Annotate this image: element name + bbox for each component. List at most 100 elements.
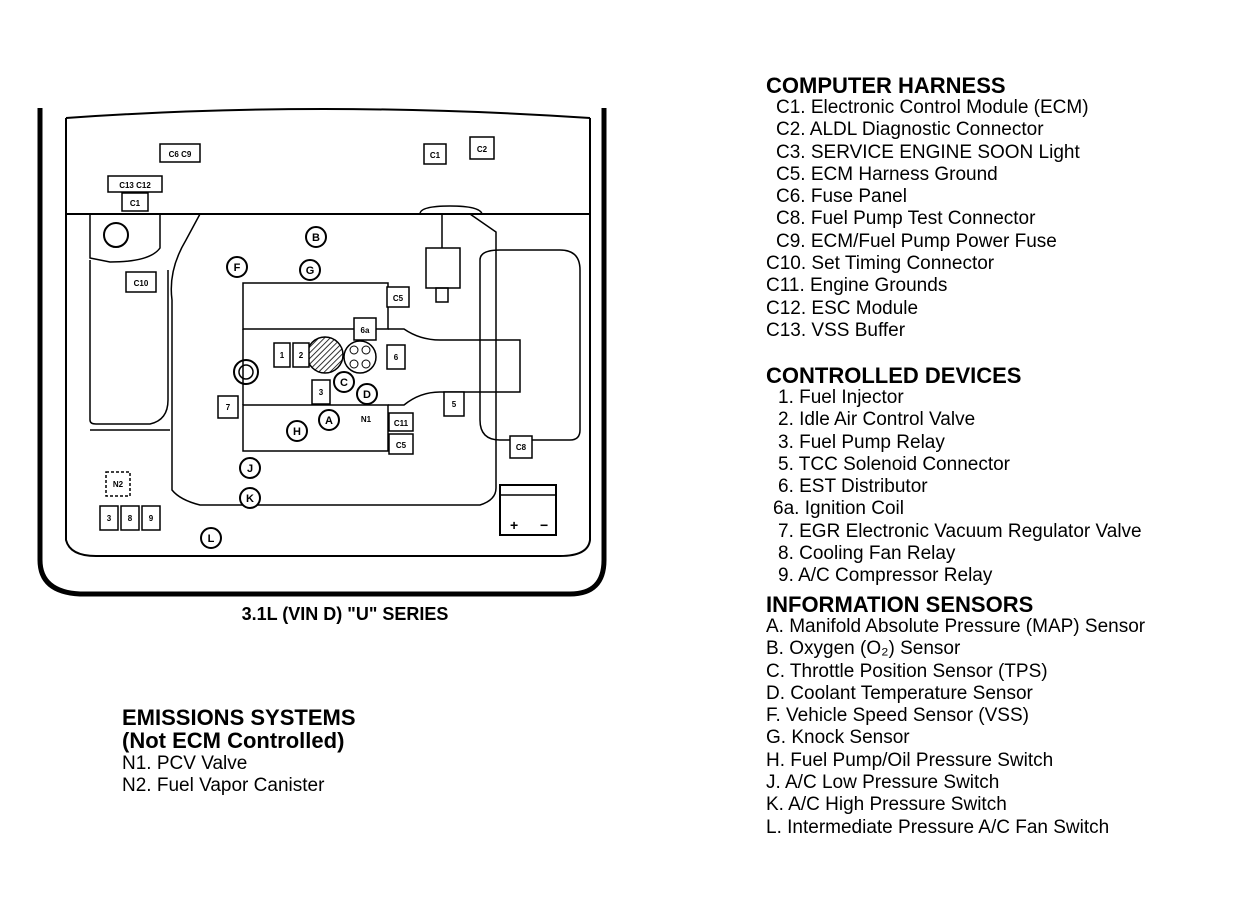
box-c2 bbox=[469, 136, 495, 160]
component-box-labels: C6 C9 C1 C2 C13 C12 C1 C10 C5 6a 1 2 6 3… bbox=[107, 145, 527, 523]
device-item: 5. TCC Solenoid Connector bbox=[778, 453, 1010, 475]
label-c5-top: C5 bbox=[393, 294, 404, 303]
battery-plus-label: + bbox=[510, 517, 518, 533]
marker-c bbox=[333, 371, 355, 393]
battery: + − bbox=[499, 484, 557, 536]
label-c: C bbox=[340, 377, 348, 389]
sensor-item: F. Vehicle Speed Sensor (VSS) bbox=[766, 705, 1029, 727]
label-6: 6 bbox=[394, 353, 399, 362]
box-c1-top bbox=[423, 143, 447, 165]
label-l: L bbox=[208, 533, 215, 545]
box-1 bbox=[273, 342, 291, 368]
box-6a bbox=[353, 317, 377, 341]
label-c8: C8 bbox=[516, 443, 527, 452]
controlled-devices-heading: CONTROLLED DEVICES bbox=[766, 363, 1022, 388]
computer-harness-heading: COMPUTER HARNESS bbox=[766, 73, 1006, 98]
label-c13c12: C13 C12 bbox=[119, 181, 151, 190]
sensor-markers bbox=[200, 226, 378, 549]
information-sensors-section: INFORMATION SENSORS A. Manifold Absolute… bbox=[766, 593, 1145, 839]
engine-compartment-diagram: + − C6 C9 C1 C2 C13 C12 C1 C10 C5 6a bbox=[37, 108, 607, 597]
label-8: 8 bbox=[128, 514, 133, 523]
computer-harness-section: COMPUTER HARNESS C1. Electronic Control … bbox=[766, 74, 1089, 342]
label-h: H bbox=[293, 426, 301, 438]
label-j: J bbox=[247, 463, 253, 475]
label-f: F bbox=[234, 262, 241, 274]
label-c11: C11 bbox=[394, 419, 409, 428]
label-c1-top: C1 bbox=[430, 151, 441, 160]
label-c6c9: C6 C9 bbox=[169, 150, 192, 159]
harness-item: C5. ECM Harness Ground bbox=[776, 163, 998, 185]
harness-item: C2. ALDL Diagnostic Connector bbox=[776, 119, 1044, 141]
marker-b bbox=[305, 226, 327, 248]
air-cleaner-assembly bbox=[419, 205, 483, 303]
device-item: 6. EST Distributor bbox=[778, 476, 928, 498]
device-item: 6a. Ignition Coil bbox=[773, 498, 904, 520]
box-c8 bbox=[509, 435, 533, 459]
device-item: 9. A/C Compressor Relay bbox=[778, 565, 993, 587]
harness-item: C1. Electronic Control Module (ECM) bbox=[776, 97, 1089, 118]
marker-f bbox=[226, 256, 248, 278]
marker-g bbox=[299, 259, 321, 281]
marker-d bbox=[356, 383, 378, 405]
label-1: 1 bbox=[280, 351, 285, 360]
sensor-item: A. Manifold Absolute Pressure (MAP) Sens… bbox=[766, 616, 1146, 637]
device-item: 3. Fuel Pump Relay bbox=[778, 431, 945, 453]
label-k: K bbox=[246, 493, 254, 505]
box-c1-left bbox=[121, 192, 149, 212]
harness-item: C11. Engine Grounds bbox=[766, 275, 948, 297]
harness-item: C8. Fuel Pump Test Connector bbox=[776, 208, 1036, 230]
label-n2: N2 bbox=[113, 480, 124, 489]
vehicle-outline bbox=[37, 108, 607, 597]
device-item: 1. Fuel Injector bbox=[778, 387, 904, 408]
harness-item: C9. ECM/Fuel Pump Power Fuse bbox=[776, 230, 1057, 252]
throttle-body bbox=[233, 336, 377, 385]
box-5 bbox=[443, 391, 465, 417]
label-3-center: 3 bbox=[319, 388, 324, 397]
device-item: 2. Idle Air Control Valve bbox=[778, 409, 976, 431]
label-c2: C2 bbox=[477, 145, 488, 154]
marker-a bbox=[318, 409, 340, 431]
box-6 bbox=[386, 344, 406, 370]
marker-j bbox=[239, 457, 261, 479]
device-item: 8. Cooling Fan Relay bbox=[778, 543, 956, 565]
label-c10: C10 bbox=[134, 279, 149, 288]
label-5: 5 bbox=[452, 400, 457, 409]
marker-k bbox=[239, 487, 261, 509]
sensor-marker-labels: B F G C D A H J K L bbox=[208, 232, 371, 545]
label-7: 7 bbox=[226, 403, 231, 412]
box-n2 bbox=[105, 471, 131, 497]
label-d: D bbox=[363, 389, 371, 401]
box-3-center bbox=[311, 379, 331, 405]
battery-minus-label: − bbox=[540, 517, 548, 533]
sensor-item: J. A/C Low Pressure Switch bbox=[766, 772, 1000, 794]
sensor-item: B. Oxygen (O₂) Sensor bbox=[766, 638, 961, 660]
label-c1-left: C1 bbox=[130, 199, 141, 208]
sensor-item: L. Intermediate Pressure A/C Fan Switch bbox=[766, 816, 1110, 838]
label-g: G bbox=[306, 265, 315, 277]
label-a: A bbox=[325, 415, 333, 427]
emissions-item: N1. PCV Valve bbox=[122, 753, 248, 774]
sensor-item: K. A/C High Pressure Switch bbox=[766, 794, 1007, 816]
emissions-systems-section: EMISSIONS SYSTEMS (Not ECM Controlled) N… bbox=[122, 706, 356, 798]
emissions-subheading: (Not ECM Controlled) bbox=[122, 728, 345, 753]
sensor-item: H. Fuel Pump/Oil Pressure Switch bbox=[766, 749, 1054, 771]
box-2 bbox=[292, 342, 310, 368]
harness-item: C13. VSS Buffer bbox=[766, 319, 906, 341]
box-3 bbox=[99, 505, 119, 531]
harness-item: C3. SERVICE ENGINE SOON Light bbox=[776, 141, 1080, 163]
device-item: 7. EGR Electronic Vacuum Regulator Valve bbox=[778, 520, 1142, 542]
marker-l bbox=[200, 527, 222, 549]
box-c10 bbox=[125, 271, 157, 293]
label-9: 9 bbox=[149, 514, 154, 523]
marker-h bbox=[286, 420, 308, 442]
information-sensors-heading: INFORMATION SENSORS bbox=[766, 592, 1034, 617]
box-c11 bbox=[388, 412, 414, 432]
sensor-item: D. Coolant Temperature Sensor bbox=[766, 682, 1033, 704]
harness-item: C10. Set Timing Connector bbox=[766, 253, 995, 275]
harness-item: C6. Fuse Panel bbox=[776, 186, 907, 208]
label-6a: 6a bbox=[361, 326, 370, 335]
harness-item: C12. ESC Module bbox=[766, 297, 919, 319]
box-8 bbox=[120, 505, 140, 531]
diagram-caption: 3.1L (VIN D) "U" SERIES bbox=[241, 604, 449, 624]
label-3: 3 bbox=[107, 514, 112, 523]
